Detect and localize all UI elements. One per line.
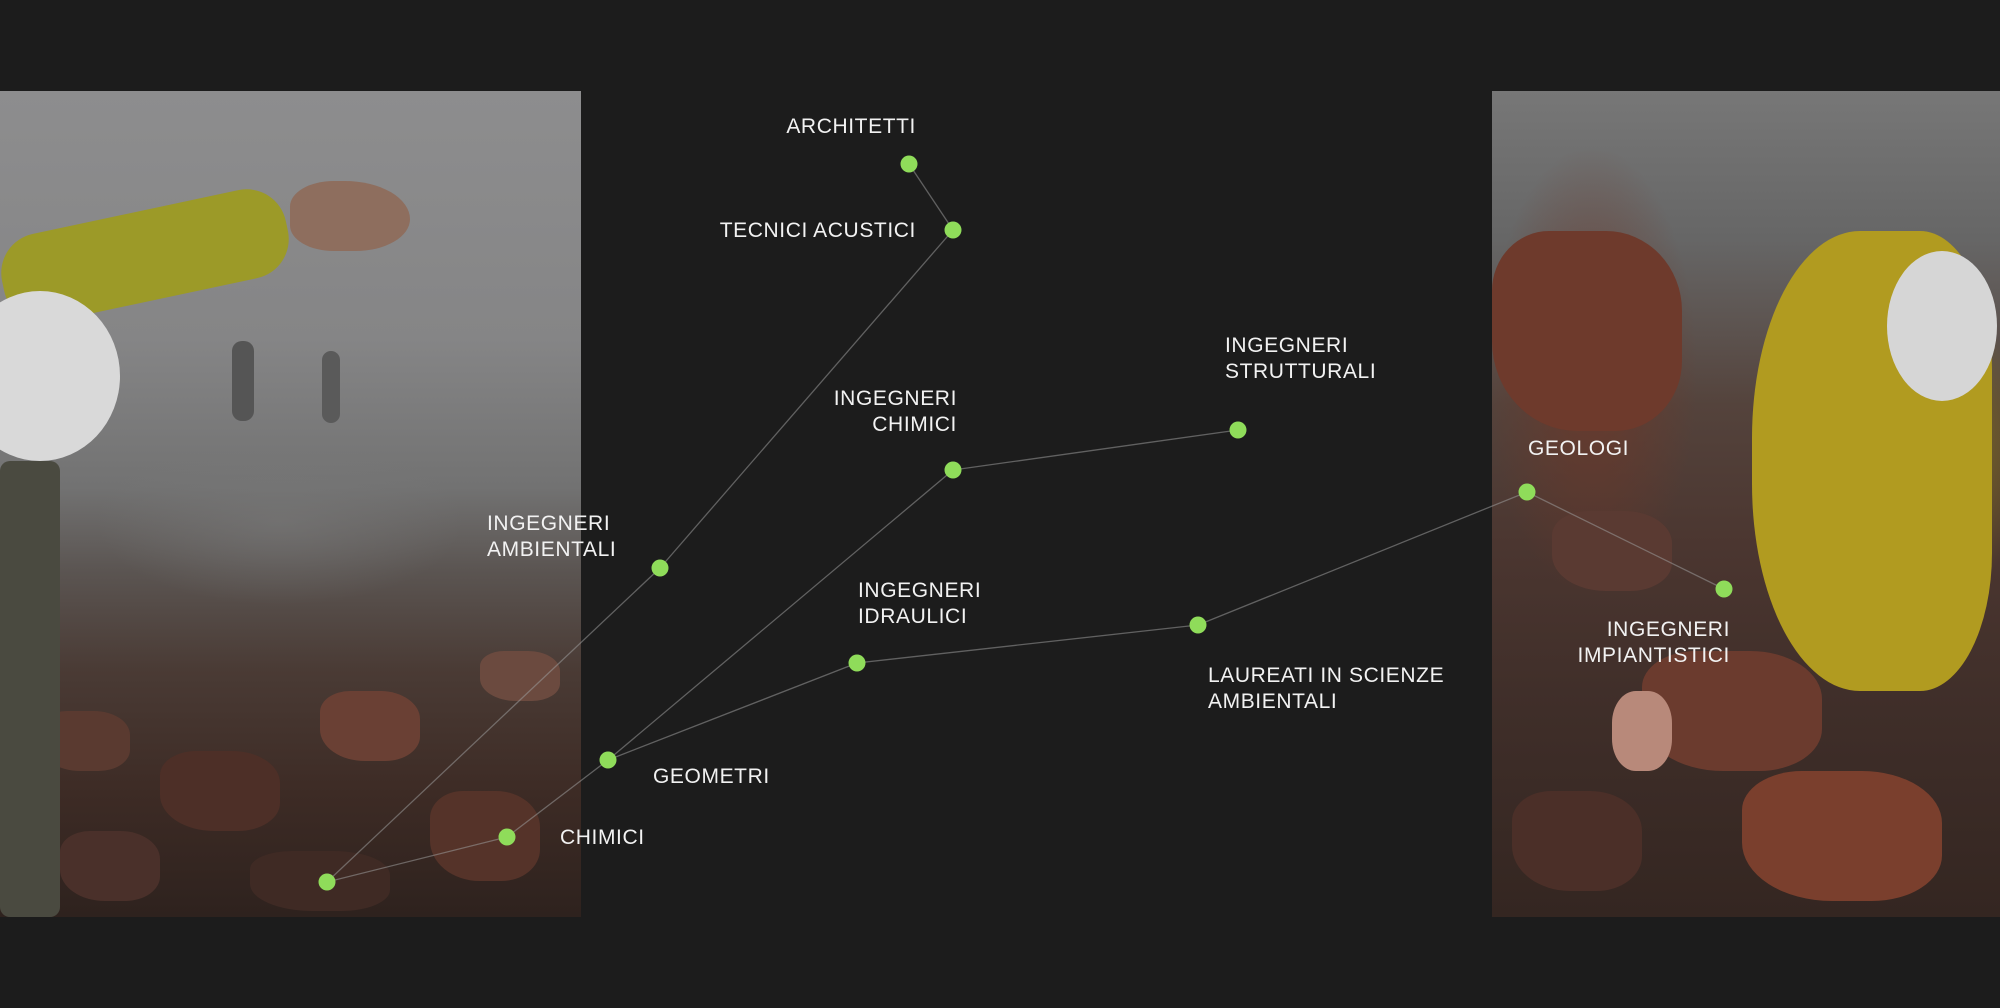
node-dot-ingegneri-chimici [944,461,962,479]
label-line: ARCHITETTI [786,115,916,138]
label-line: LAUREATI IN SCIENZE [1208,664,1445,687]
climber-photo-right [1492,91,2000,917]
label-ingegneri-ambientali: INGEGNERI AMBIENTALI [487,511,616,563]
label-laureati-scienze-ambientali: LAUREATI IN SCIENZE AMBIENTALI [1208,663,1444,715]
connection-line [506,759,609,838]
connection-line [326,567,661,883]
node-dot-ingegneri-strutturali [1229,421,1247,439]
node-dot-architetti [900,155,918,173]
label-line: AMBIENTALI [1208,690,1338,713]
connection-line [952,429,1239,471]
label-chimici: CHIMICI [560,825,645,851]
label-line: TECNICI ACUSTICI [719,219,916,242]
label-line: IMPIANTISTICI [1577,644,1730,667]
connection-line [1526,491,1725,590]
connection-line [1197,491,1528,626]
node-dots [318,155,1733,891]
label-ingegneri-chimici: INGEGNERI CHIMICI [834,386,957,438]
connection-lines [326,163,1725,883]
label-line: AMBIENTALI [487,538,617,561]
node-dot-geologi [1518,483,1536,501]
connection-line [607,469,954,761]
label-ingegneri-impiantistici: INGEGNERI IMPIANTISTICI [1578,617,1730,669]
node-dot-tecnici-acustici [944,221,962,239]
label-line: CHIMICI [560,826,645,849]
label-ingegneri-strutturali: INGEGNERI STRUTTURALI [1225,333,1376,385]
node-dot-geometri [599,751,617,769]
node-dot-ingegneri-ambientali [651,559,669,577]
node-dot-ingegneri-impiantistici [1715,580,1733,598]
connection-line [607,662,858,761]
connection-line [908,163,954,231]
label-architetti: ARCHITETTI [786,114,916,140]
connection-line [659,229,954,569]
label-ingegneri-idraulici: INGEGNERI IDRAULICI [858,578,981,630]
label-line: INGEGNERI [487,512,611,535]
label-line: INGEGNERI [833,387,957,410]
node-dot-origin [318,873,336,891]
label-line: GEOMETRI [653,765,770,788]
connection-line [856,624,1199,664]
label-geometri: GEOMETRI [653,764,770,790]
rock-texture [1492,91,2000,917]
label-line: IDRAULICI [858,605,968,628]
label-line: INGEGNERI [858,579,982,602]
node-dot-laureati-scienze-ambientali [1189,616,1207,634]
climber-photo-left [0,91,581,917]
node-dot-chimici [498,828,516,846]
label-line: STRUTTURALI [1225,360,1377,383]
label-line: INGEGNERI [1225,334,1349,357]
rock-texture [0,91,581,917]
label-line: CHIMICI [872,413,957,436]
label-tecnici-acustici: TECNICI ACUSTICI [720,218,916,244]
label-line: INGEGNERI [1606,618,1730,641]
label-line: GEOLOGI [1528,437,1630,460]
connection-line [326,836,508,883]
label-geologi: GEOLOGI [1528,436,1629,462]
node-dot-ingegneri-idraulici [848,654,866,672]
